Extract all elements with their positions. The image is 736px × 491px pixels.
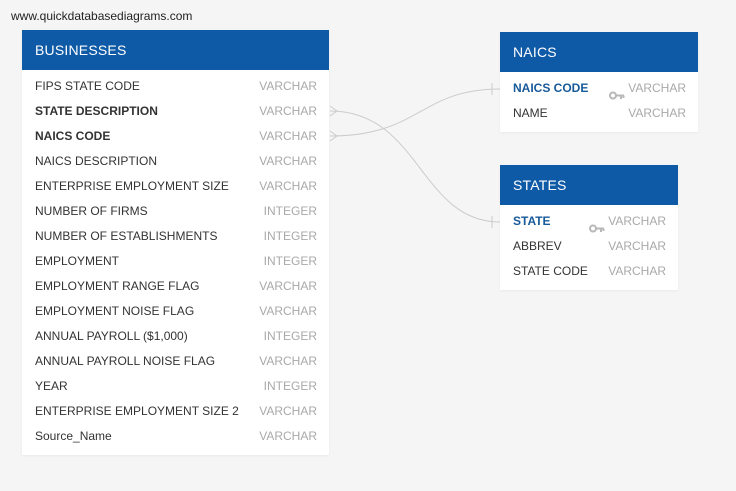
column-type: VARCHAR	[259, 79, 317, 93]
column-row-state-pk[interactable]: STATE VARCHAR	[500, 209, 678, 234]
column-type: VARCHAR	[608, 214, 666, 228]
column-row-state-code[interactable]: STATE CODE VARCHAR	[500, 259, 678, 284]
column-type: VARCHAR	[259, 179, 317, 193]
relationship-state-line	[329, 110, 501, 223]
column-name: ANNUAL PAYROLL NOISE FLAG	[35, 354, 216, 368]
column-row-annual-payroll[interactable]: ANNUAL PAYROLL ($1,000) INTEGER	[22, 324, 329, 349]
column-row-number-of-establishments[interactable]: NUMBER OF ESTABLISHMENTS INTEGER	[22, 224, 329, 249]
column-name: STATE	[513, 214, 551, 228]
column-name: STATE CODE	[513, 264, 588, 278]
column-row-abbrev[interactable]: ABBREV VARCHAR	[500, 234, 678, 259]
column-type: VARCHAR	[259, 104, 317, 118]
column-name: NAICS CODE	[513, 81, 589, 95]
column-type: VARCHAR	[259, 279, 317, 293]
column-type: INTEGER	[263, 229, 317, 243]
column-name: ENTERPRISE EMPLOYMENT SIZE	[35, 179, 229, 193]
column-type: INTEGER	[263, 204, 317, 218]
crowfoot-state-description	[329, 105, 338, 117]
site-url[interactable]: www.quickdatabasediagrams.com	[11, 9, 193, 23]
key-icon	[589, 217, 605, 233]
relationship-naics-line	[329, 88, 501, 137]
column-name: EMPLOYMENT	[35, 254, 120, 268]
column-name: ABBREV	[513, 239, 562, 253]
column-type: VARCHAR	[608, 239, 666, 253]
column-type: INTEGER	[263, 379, 317, 393]
column-name: NAICS DESCRIPTION	[35, 154, 158, 168]
column-type: VARCHAR	[259, 129, 317, 143]
column-name: EMPLOYMENT RANGE FLAG	[35, 279, 200, 293]
column-name: NAICS CODE	[35, 129, 111, 143]
column-row-name[interactable]: NAME VARCHAR	[500, 101, 698, 126]
table-naics-title[interactable]: NAICS	[500, 32, 698, 72]
column-name: ANNUAL PAYROLL ($1,000)	[35, 329, 188, 343]
column-name: FIPS STATE CODE	[35, 79, 140, 93]
column-row-enterprise-employment-size-2[interactable]: ENTERPRISE EMPLOYMENT SIZE 2 VARCHAR	[22, 399, 329, 424]
column-row-annual-payroll-noise-flag[interactable]: ANNUAL PAYROLL NOISE FLAG VARCHAR	[22, 349, 329, 374]
column-row-naics-code-pk[interactable]: NAICS CODE VARCHAR	[500, 76, 698, 101]
column-type: VARCHAR	[628, 81, 686, 95]
crowfoot-naics-code	[329, 130, 338, 142]
column-row-fips-state-code[interactable]: FIPS STATE CODE VARCHAR	[22, 74, 329, 99]
column-name: YEAR	[35, 379, 68, 393]
column-type: VARCHAR	[259, 154, 317, 168]
column-name: ENTERPRISE EMPLOYMENT SIZE 2	[35, 404, 239, 418]
column-row-number-of-firms[interactable]: NUMBER OF FIRMS INTEGER	[22, 199, 329, 224]
column-type: VARCHAR	[608, 264, 666, 278]
key-icon	[609, 84, 625, 100]
table-naics[interactable]: NAICS NAICS CODE VARCHAR NAME VARCHAR	[500, 32, 698, 132]
column-row-state-description[interactable]: STATE DESCRIPTION VARCHAR	[22, 99, 329, 124]
column-name: Source_Name	[35, 429, 112, 443]
column-row-year[interactable]: YEAR INTEGER	[22, 374, 329, 399]
column-name: STATE DESCRIPTION	[35, 104, 158, 118]
column-type: VARCHAR	[259, 354, 317, 368]
table-states-title[interactable]: STATES	[500, 165, 678, 205]
column-row-naics-description[interactable]: NAICS DESCRIPTION VARCHAR	[22, 149, 329, 174]
column-type: VARCHAR	[259, 404, 317, 418]
table-businesses[interactable]: BUSINESSES FIPS STATE CODE VARCHAR STATE…	[22, 30, 329, 455]
column-type: INTEGER	[263, 329, 317, 343]
column-row-employment-noise-flag[interactable]: EMPLOYMENT NOISE FLAG VARCHAR	[22, 299, 329, 324]
column-name: NAME	[513, 106, 548, 120]
column-row-enterprise-employment-size[interactable]: ENTERPRISE EMPLOYMENT SIZE VARCHAR	[22, 174, 329, 199]
column-name: EMPLOYMENT NOISE FLAG	[35, 304, 195, 318]
column-name: NUMBER OF ESTABLISHMENTS	[35, 229, 218, 243]
column-row-employment-range-flag[interactable]: EMPLOYMENT RANGE FLAG VARCHAR	[22, 274, 329, 299]
column-type: VARCHAR	[628, 106, 686, 120]
column-type: VARCHAR	[259, 304, 317, 318]
table-businesses-title[interactable]: BUSINESSES	[22, 30, 329, 70]
column-type: VARCHAR	[259, 429, 317, 443]
column-row-employment[interactable]: EMPLOYMENT INTEGER	[22, 249, 329, 274]
column-row-source-name[interactable]: Source_Name VARCHAR	[22, 424, 329, 449]
column-name: NUMBER OF FIRMS	[35, 204, 148, 218]
table-states[interactable]: STATES STATE VARCHAR ABBREV VARCHAR STAT…	[500, 165, 678, 290]
column-row-naics-code[interactable]: NAICS CODE VARCHAR	[22, 124, 329, 149]
column-type: INTEGER	[263, 254, 317, 268]
